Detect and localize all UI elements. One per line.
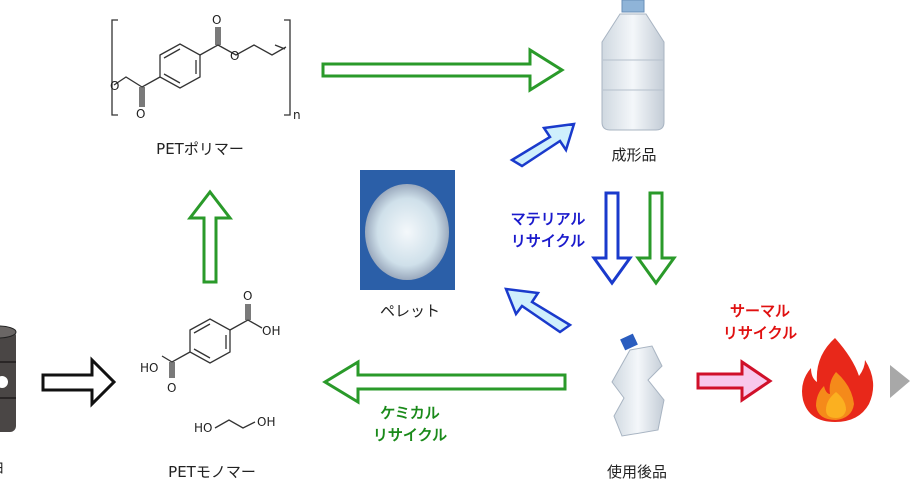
svg-text:O: O: [110, 79, 119, 93]
arrow-molded-to-used-blue: [591, 191, 633, 286]
arrow-monomer-to-polymer: [186, 189, 234, 284]
svg-text:O: O: [230, 49, 239, 63]
pet-polymer-label: PETポリマー: [156, 140, 244, 158]
pet-monomer-label: PETモノマー: [168, 463, 256, 481]
arrow-used-to-monomer: [322, 359, 567, 405]
svg-text:O: O: [212, 13, 221, 27]
next-triangle-icon: [890, 365, 910, 398]
pet-monomer-structure: [161, 304, 263, 429]
arrow-pellet-to-molded: [509, 122, 576, 168]
monomer-o-top: O: [243, 289, 252, 303]
arrow-molded-to-used-green: [635, 191, 677, 286]
chemical-line2: リサイクル: [372, 426, 448, 444]
arrow-polymer-to-molded: [321, 47, 565, 93]
monomer-ho-left: HO: [140, 361, 158, 375]
arrow-used-to-thermal: [696, 359, 773, 403]
fire-icon: [802, 338, 874, 422]
chemical-recycle-label: ケミカル リサイクル: [373, 402, 447, 446]
polymer-subscript-n: n: [293, 108, 301, 122]
used-bottle-image: [611, 333, 665, 437]
pet-polymer-structure: [111, 19, 291, 116]
bottle-image: [601, 0, 665, 131]
oil-barrel-icon: [0, 325, 17, 432]
material-line1: マテリアル: [510, 210, 586, 228]
material-recycle-label: マテリアル リサイクル: [511, 208, 586, 252]
svg-text:O: O: [136, 107, 145, 121]
chemical-line1: ケミカル: [380, 404, 440, 422]
thermal-recycle-label: サーマル リサイクル: [723, 300, 797, 344]
used-product-label: 使用後品: [606, 463, 668, 481]
glycol-ho: HO: [194, 421, 212, 435]
arrow-used-to-pellet: [504, 287, 573, 334]
glycol-oh: OH: [257, 415, 275, 429]
monomer-oh-top: OH: [262, 324, 280, 338]
pellet-image: [360, 170, 455, 290]
thermal-line2: リサイクル: [722, 324, 798, 342]
arrow-oil-to-monomer: [41, 356, 117, 408]
molded-product-label: 成形品: [611, 146, 657, 164]
oil-label: 油: [0, 456, 4, 477]
pellet-label: ペレット: [379, 302, 441, 320]
thermal-line1: サーマル: [729, 302, 791, 320]
material-line2: リサイクル: [510, 232, 586, 250]
monomer-o-bottom: O: [167, 381, 176, 395]
